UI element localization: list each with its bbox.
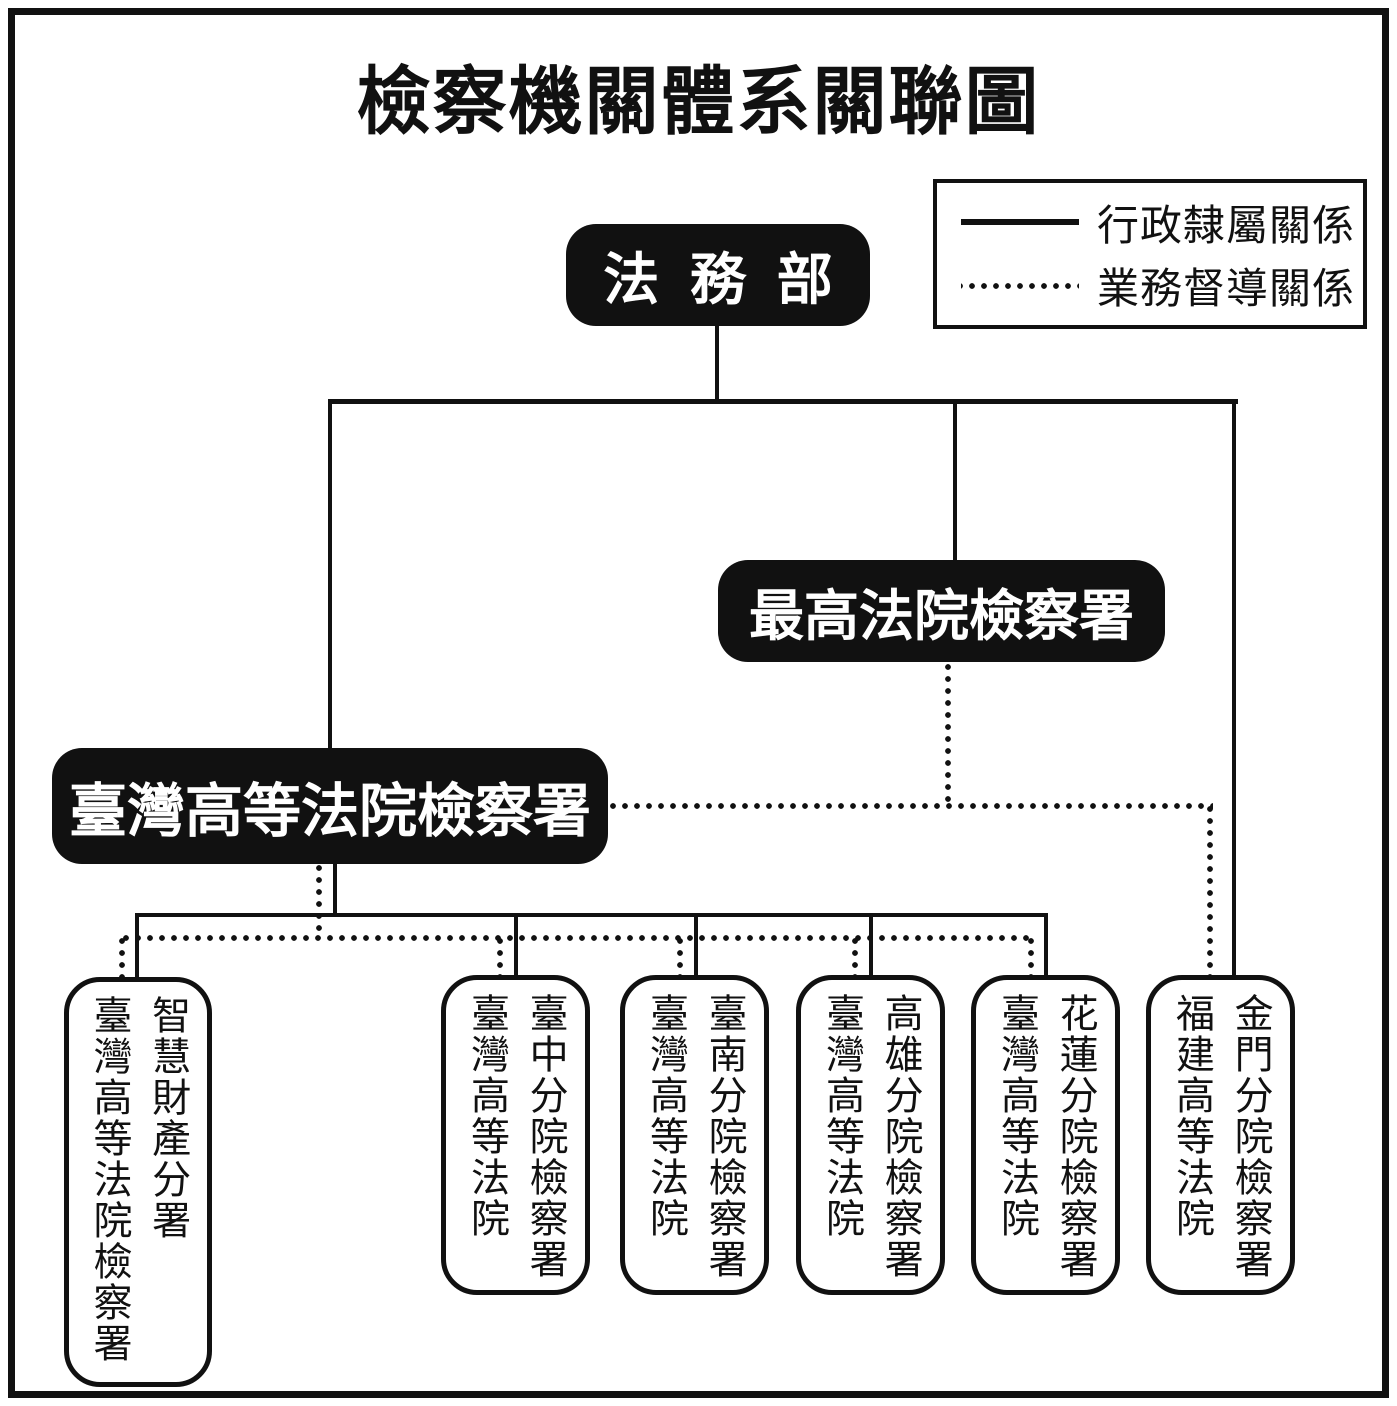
office-taichung-branch: 臺灣高等法院 臺中分院檢察署 [441, 975, 590, 1295]
edge-supervision-to-kinmen [1207, 803, 1213, 977]
edge-admin-to-high [328, 399, 332, 751]
edge-admin-ministry-drop [715, 326, 719, 402]
edge-admin-to-kinmen [1232, 399, 1236, 977]
legend-label: 行政隸屬關係 [1097, 200, 1356, 250]
office-name-parent: 臺灣高等法院 [643, 993, 689, 1239]
edge-supervision-lower-rail [120, 935, 1034, 941]
office-name-parent: 福建高等法院 [1169, 993, 1215, 1239]
office-name-branch: 臺中分院檢察署 [523, 993, 569, 1280]
legend-label: 業務督導關係 [1097, 264, 1356, 314]
edge-admin-to-office-1 [135, 913, 139, 979]
legend-item-supervision: 業務督導關係 [937, 255, 1363, 316]
edge-supervision-to-office-4 [852, 935, 858, 977]
node-taiwan-high-prosecutors-office: 臺灣高等法院檢察署 [52, 748, 608, 864]
edge-supervision-supreme-drop [945, 661, 951, 807]
edge-admin-high-drop [333, 862, 337, 917]
edge-supervision-to-office-5 [1028, 935, 1034, 977]
office-name-branch: 智慧財產分署 [145, 995, 191, 1241]
office-name-parent: 臺灣高等法院 [464, 993, 510, 1239]
solid-line-sample [961, 219, 1079, 226]
dotted-line-sample [961, 282, 1079, 289]
office-name-parent: 臺灣高等法院 [994, 993, 1040, 1239]
office-tainan-branch: 臺灣高等法院 臺南分院檢察署 [620, 975, 769, 1295]
office-name-branch: 臺南分院檢察署 [702, 993, 748, 1280]
edge-admin-to-supreme [953, 399, 957, 563]
office-name-branch: 金門分院檢察署 [1228, 993, 1274, 1280]
node-ministry-of-justice: 法務部 [566, 224, 870, 326]
edge-supervision-mid-rail [607, 803, 1213, 809]
node-label: 臺灣高等法院檢察署 [68, 777, 591, 845]
node-label: 最高法院檢察署 [748, 584, 1134, 648]
edge-admin-to-office-2 [514, 913, 518, 977]
page-title: 檢察機關體系關聯圖 [356, 59, 1041, 145]
edge-supervision-to-office-3 [677, 935, 683, 977]
node-label: 法務部 [603, 247, 864, 313]
legend: 行政隸屬關係 業務督導關係 [933, 179, 1367, 329]
edge-admin-top-rail [328, 399, 1238, 404]
diagram-border [8, 8, 1389, 1398]
office-intellectual-property-branch: 臺灣高等法院檢察署 智慧財產分署 [64, 977, 212, 1387]
edge-supervision-to-office-1 [119, 935, 125, 979]
legend-item-admin: 行政隸屬關係 [937, 192, 1363, 253]
office-kaohsiung-branch: 臺灣高等法院 高雄分院檢察署 [796, 975, 945, 1295]
edge-admin-to-office-3 [694, 913, 698, 977]
office-name-parent: 臺灣高等法院檢察署 [87, 995, 132, 1364]
edge-supervision-high-drop [316, 862, 322, 938]
office-name-parent: 臺灣高等法院 [819, 993, 865, 1239]
edge-admin-to-office-5 [1044, 913, 1048, 977]
edge-admin-lower-rail [136, 913, 1048, 917]
node-supreme-prosecutors-office: 最高法院檢察署 [718, 560, 1165, 662]
office-name-branch: 花蓮分院檢察署 [1053, 993, 1099, 1280]
office-kinmen-branch: 福建高等法院 金門分院檢察署 [1146, 975, 1295, 1295]
office-hualien-branch: 臺灣高等法院 花蓮分院檢察署 [971, 975, 1120, 1295]
office-name-branch: 高雄分院檢察署 [878, 993, 924, 1280]
edge-supervision-to-office-2 [497, 935, 503, 977]
edge-admin-to-office-4 [869, 913, 873, 977]
